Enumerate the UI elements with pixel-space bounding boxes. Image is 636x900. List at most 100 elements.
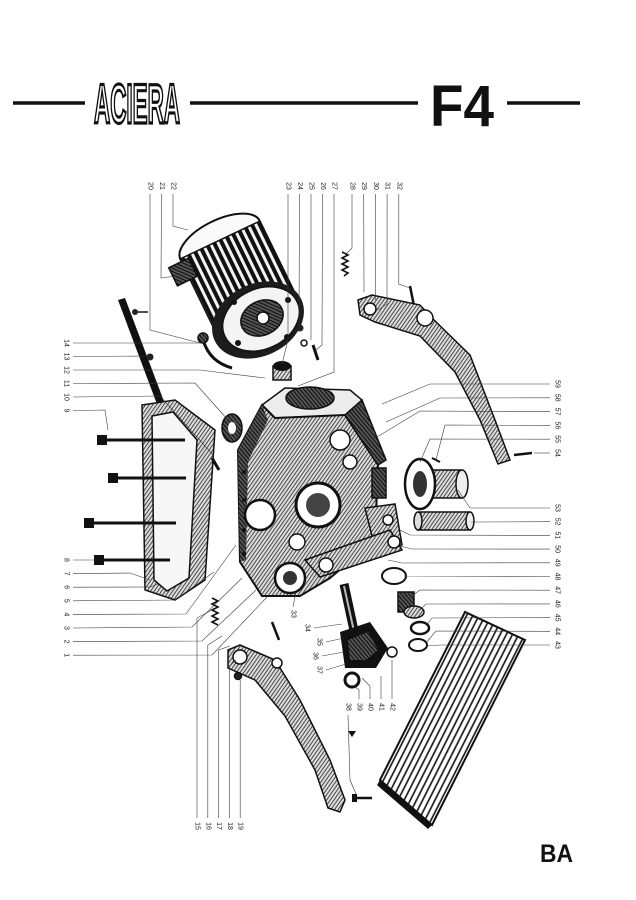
flange-hole [284, 334, 290, 340]
callout-number: 21 [158, 182, 165, 190]
spring-15 [210, 597, 220, 626]
washer-24 [296, 324, 304, 332]
leader-line [377, 193, 388, 311]
lever-lower-hub [232, 649, 248, 665]
plate-hole [387, 535, 401, 549]
rack-end-face [377, 780, 432, 829]
coupling-group [272, 324, 320, 381]
callout-number: 31 [384, 182, 391, 190]
leader-line [229, 659, 237, 818]
pivot-parts [303, 457, 475, 578]
leader-line [457, 489, 550, 509]
leader-line [72, 544, 237, 615]
shaft-assembly [339, 567, 431, 689]
callout-number: 18 [226, 822, 233, 830]
callout-number: 4 [63, 612, 70, 616]
leader-line [172, 194, 189, 231]
callout-number: 37 [316, 666, 323, 674]
leader-line [149, 194, 201, 344]
leader-line [207, 635, 223, 818]
callout-number: 24 [296, 182, 303, 190]
leader-line [425, 630, 551, 644]
callout-number: 29 [360, 182, 367, 190]
leader-line [72, 382, 229, 421]
leader-line [345, 194, 353, 255]
callout-number: 1 [63, 653, 70, 657]
callout-number: 15 [194, 822, 201, 830]
leader-line [72, 577, 243, 629]
header: ACIERA F4 [13, 70, 580, 139]
cover-screw-13 [146, 353, 154, 361]
callout-number: 51 [554, 532, 561, 540]
callout-number: 12 [63, 366, 70, 374]
model-title: F4 [430, 74, 494, 139]
callout-number: 7 [63, 572, 70, 576]
callout-number: 43 [554, 641, 561, 649]
lever-upper [340, 251, 533, 465]
leader-line [72, 571, 215, 602]
flange-55-bore [413, 471, 427, 497]
callout-number: 5 [63, 599, 70, 603]
callout-number: 56 [554, 422, 561, 430]
callout-number: 59 [554, 380, 561, 388]
leader-line [325, 663, 347, 671]
leader-line [73, 369, 266, 379]
cover-screw-top [132, 309, 138, 315]
cover-strip [118, 298, 171, 423]
leader-line [160, 193, 177, 279]
circlip-48 [381, 567, 407, 585]
ring-45 [409, 620, 431, 636]
callout-number: 53 [554, 504, 561, 512]
leader-line [381, 383, 550, 405]
callout-number: 41 [378, 703, 385, 711]
ring-44 [408, 638, 428, 652]
nut-39 [343, 671, 361, 689]
leader-line [72, 589, 257, 642]
leader-line [387, 559, 551, 564]
small-bore [288, 533, 306, 551]
screw-32 [408, 285, 416, 307]
leader-line [72, 595, 269, 656]
callout-number: 42 [389, 703, 396, 711]
upper-bore [329, 429, 351, 451]
leader-line [353, 685, 360, 699]
lever-upper-arm [357, 294, 511, 465]
motor [167, 212, 304, 370]
housing-bolt-hole [242, 470, 246, 474]
leader-line [292, 591, 297, 608]
bolt-head [108, 473, 118, 483]
housing-boss [371, 467, 387, 499]
leader-line [321, 651, 345, 657]
leader-line [385, 397, 551, 423]
leader-line [313, 623, 343, 629]
lever-lower-pivot [271, 657, 283, 669]
power-cable [201, 339, 233, 370]
callout-number: 27 [331, 182, 338, 190]
callout-number: 34 [304, 624, 311, 632]
callout-number: 45 [554, 614, 561, 622]
leader-line [281, 194, 289, 365]
plate-hole [318, 557, 334, 573]
housing-bolt-hole [242, 498, 246, 502]
aciera-logo: ACIERA [94, 72, 180, 135]
leader-line [297, 194, 335, 387]
leader-line [325, 637, 345, 643]
leader-line [398, 194, 411, 289]
callout-number: 11 [63, 380, 70, 387]
callout-number: 54 [554, 449, 561, 457]
side-cover-assembly [84, 298, 243, 601]
callout-number: 32 [395, 182, 402, 190]
leader-line [72, 583, 159, 588]
gear-46 [403, 605, 425, 619]
lower-bore-inner [283, 571, 297, 585]
lever-upper-pivot [363, 302, 377, 316]
callout-number: 8 [63, 558, 70, 562]
callout-number: 38 [345, 703, 352, 711]
callout-number: 13 [63, 353, 70, 361]
leader-line [72, 572, 151, 581]
leader-line [72, 355, 149, 357]
callout-number: 6 [63, 585, 70, 589]
bolt-38-head [352, 794, 357, 802]
callout-number: 2 [63, 640, 70, 644]
